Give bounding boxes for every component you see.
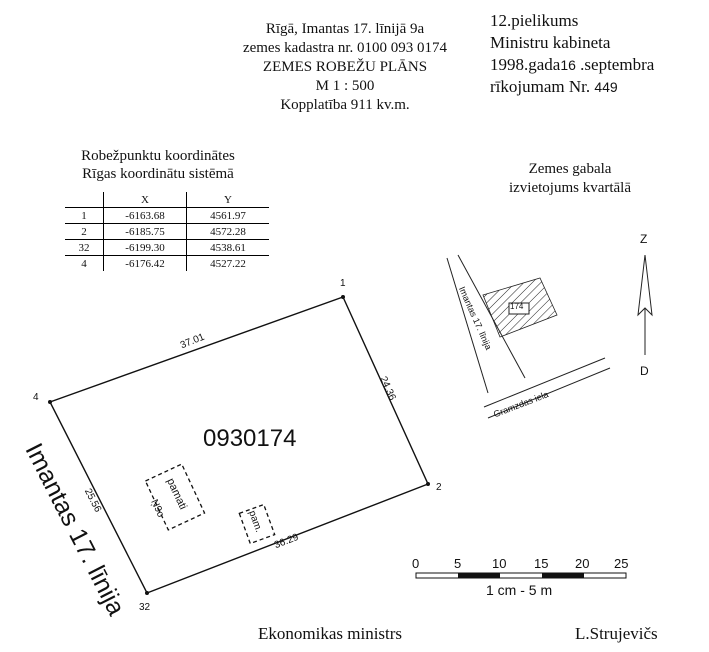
coordinates-table: X Y 1 -6163.68 4561.97 2 -6185.75 4572.2… — [65, 192, 269, 271]
point-label: 32 — [139, 602, 151, 613]
cell: 4538.61 — [210, 241, 246, 254]
plan-area: Kopplatība 911 kv.m. — [280, 97, 410, 113]
coordinates-title-2: Rīgas koordinātu sistēmā — [82, 166, 234, 182]
cell: 1 — [65, 207, 104, 224]
column-header: Y — [224, 193, 232, 206]
table-row: 1 -6163.68 4561.97 — [65, 207, 269, 224]
plan-title: ZEMES ROBEŽU PLĀNS — [262, 59, 428, 75]
south-label: D — [640, 364, 649, 378]
street-edge — [483, 357, 606, 408]
scale-tick: 0 — [412, 556, 420, 571]
location-title-2: izvietojums kvartālā — [508, 180, 632, 196]
cell: 32 — [65, 239, 104, 256]
scale-tick: 20 — [575, 556, 590, 571]
boundary-point — [48, 400, 52, 404]
plan-scale: M 1 : 500 — [315, 78, 375, 94]
boundary-point — [426, 482, 430, 486]
annex-date: 1998.gada16 .septembra — [490, 54, 654, 76]
scale-tick: 5 — [454, 556, 462, 571]
table-row: 32 -6199.30 4538.61 — [65, 239, 269, 256]
location-title: Zemes gabala izvietojums kvartālā — [480, 160, 660, 198]
north-label: Z — [640, 232, 648, 246]
plot-id: 0930174 — [203, 425, 297, 452]
table-row: 2 -6185.75 4572.28 — [65, 223, 269, 240]
scale-bar — [415, 572, 627, 579]
cell: 4527.22 — [210, 257, 246, 270]
cell: 4572.28 — [210, 225, 246, 238]
point-label: 4 — [33, 392, 39, 403]
coordinates-title: Robežpunktu koordinātes Rīgas koordinātu… — [58, 147, 258, 183]
annex-day: 16 — [560, 57, 576, 73]
parcel-label-box — [508, 302, 530, 315]
scale-tick: 25 — [614, 556, 629, 571]
column-header: X — [103, 192, 187, 208]
parcel-number: 174 — [510, 302, 524, 311]
cell: 4 — [65, 255, 104, 271]
cell: -6199.30 — [103, 239, 187, 256]
location-title-1: Zemes gabala — [528, 161, 612, 177]
table-row: 4 -6176.42 4527.22 — [65, 255, 269, 271]
cell: -6176.42 — [103, 255, 187, 271]
cell: -6163.68 — [103, 207, 187, 224]
coordinates-title-1: Robežpunktu koordinātes — [81, 148, 235, 164]
annex-block: 12.pielikums Ministru kabineta 1998.gada… — [490, 10, 654, 98]
boundary-point — [145, 591, 149, 595]
scale-tick: 15 — [534, 556, 549, 571]
header-block: Rīgā, Imantas 17. līnijā 9a zemes kadast… — [210, 20, 480, 115]
table-header: X Y — [65, 192, 269, 208]
annex-year: 1998.gada — [490, 55, 561, 74]
annex-order: rīkojumam Nr. 449 — [490, 76, 654, 98]
point-label: 1 — [340, 278, 346, 289]
cadastre-number: zemes kadastra nr. 0100 093 0174 — [242, 40, 448, 56]
scale-tick: 10 — [492, 556, 507, 571]
street-edge — [446, 257, 489, 394]
address: Rīgā, Imantas 17. līnijā 9a — [265, 21, 425, 37]
cell: -6185.75 — [103, 223, 187, 240]
street-edge — [487, 367, 611, 419]
annex-order-number: 449 — [594, 79, 618, 95]
boundary-point — [341, 295, 345, 299]
location-map — [446, 254, 611, 419]
annex-line: Ministru kabineta — [490, 33, 611, 52]
annex-month: .septembra — [575, 55, 655, 74]
footer-minister: Ekonomikas ministrs — [258, 624, 403, 643]
column-header — [65, 192, 104, 208]
annex-order-label: rīkojumam Nr. — [490, 77, 595, 96]
scale-label: 1 cm - 5 m — [486, 582, 553, 598]
north-arrow-icon — [637, 254, 653, 355]
cell: 4561.97 — [210, 209, 246, 222]
annex-line: 12.pielikums — [490, 11, 579, 30]
point-label: 2 — [436, 482, 442, 493]
cell: 2 — [65, 223, 104, 240]
footer-signatory: L.Strujevičs — [575, 624, 658, 643]
